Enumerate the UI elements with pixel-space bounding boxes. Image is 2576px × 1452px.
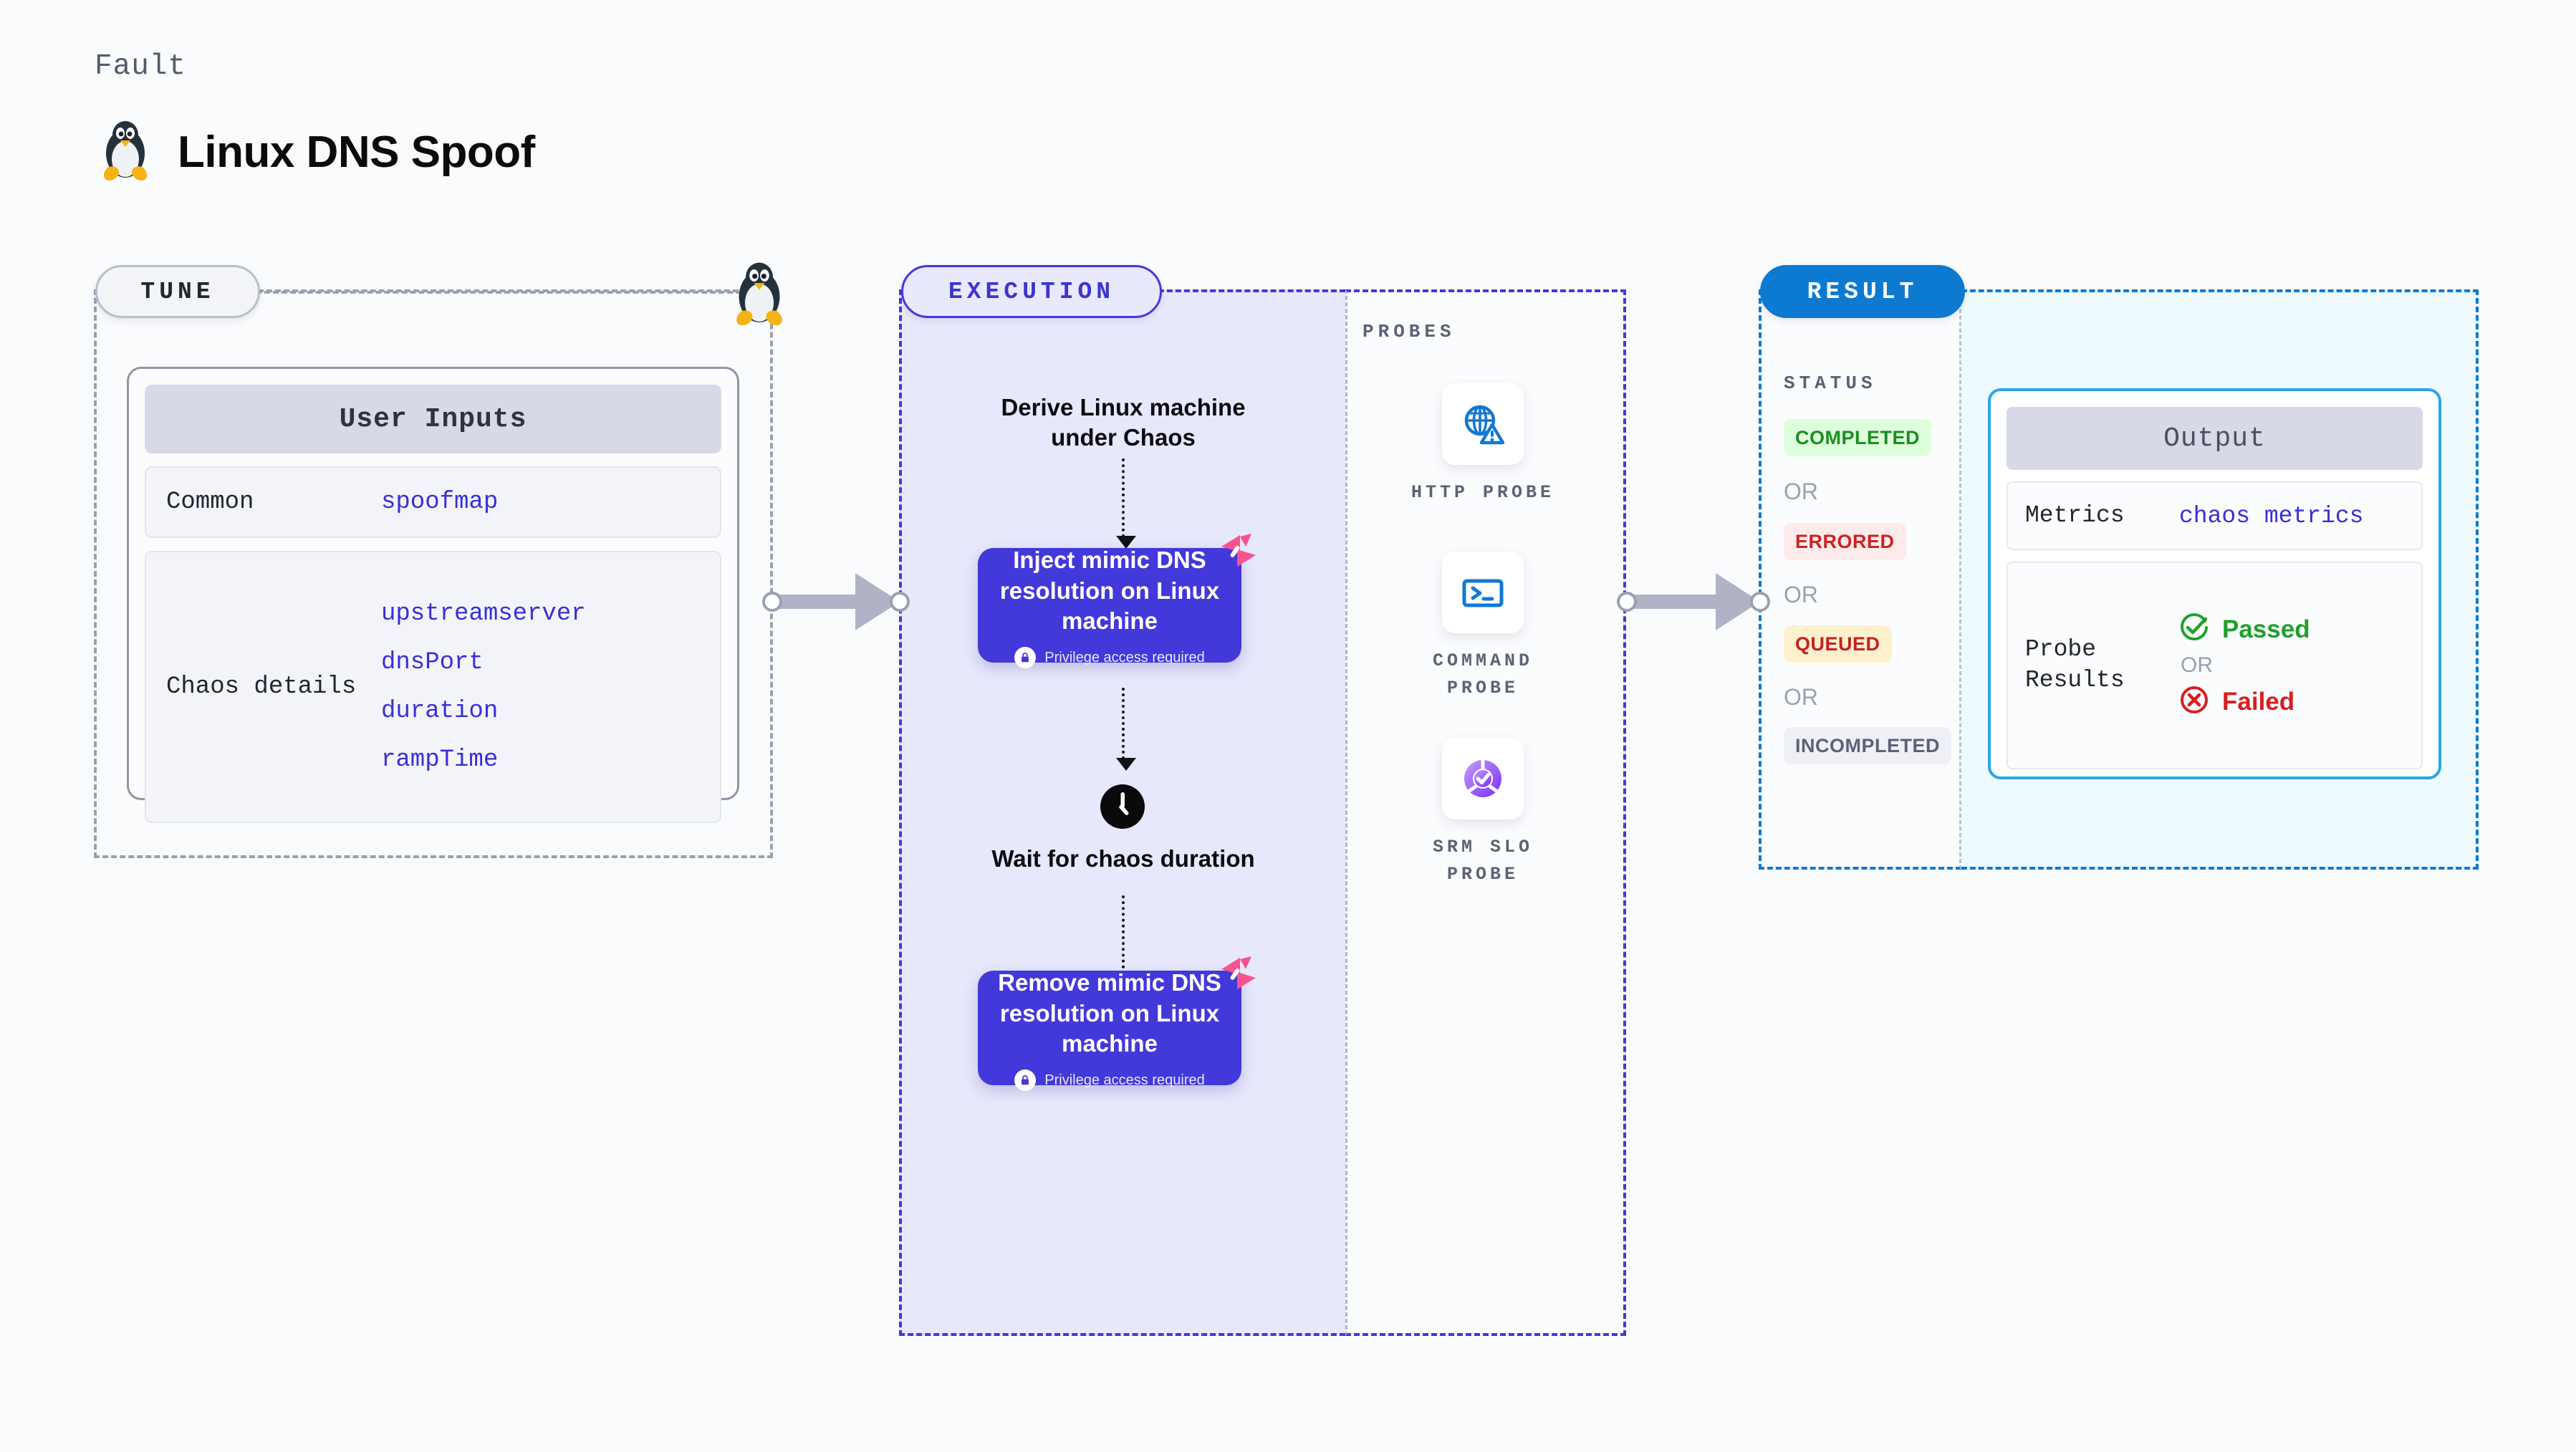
tune-connector-line (256, 291, 750, 294)
execution-step-title: Inject mimic DNS resolution on Linux mac… (999, 546, 1220, 635)
probe-label: SRM SLO PROBE (1432, 837, 1534, 885)
user-inputs-heading: User Inputs (145, 385, 721, 453)
tune-chip[interactable]: TUNE (95, 265, 260, 318)
tune-row-chaos-details: Chaos details upstreamserver dnsPort dur… (145, 551, 721, 823)
globe-warning-icon (1442, 383, 1524, 465)
tune-row-common: Common spoofmap (145, 466, 721, 538)
tune-row-label: Chaos details (166, 673, 357, 701)
probe-result-failed-label: Failed (2222, 687, 2295, 716)
status-badge-incompleted: INCOMPLETED (1784, 727, 1952, 764)
status-or-label: OR (1784, 684, 1818, 710)
probe-label: COMMAND PROBE (1432, 650, 1534, 698)
execution-step-inject[interactable]: Inject mimic DNS resolution on Linux mac… (978, 534, 1256, 669)
result-chip[interactable]: RESULT (1760, 265, 1965, 318)
flow-arrow (1116, 688, 1136, 771)
lock-icon (1014, 1069, 1037, 1092)
execution-step-derive: Derive Linux machine under Chaos (1001, 394, 1246, 451)
connector-endpoint (762, 592, 782, 612)
status-badge-errored: ERRORED (1784, 523, 1906, 560)
privilege-note: Privilege access required (1014, 1069, 1205, 1092)
status-section-label: STATUS (1784, 372, 1877, 394)
tune-row-label: Common (166, 488, 254, 516)
execution-step-title: Remove mimic DNS resolution on Linux mac… (998, 968, 1221, 1057)
output-row-value: chaos metrics (2179, 502, 2364, 529)
output-heading: Output (2007, 407, 2423, 470)
flow-arrow (1116, 895, 1136, 986)
page-kicker: Fault (95, 50, 187, 83)
probe-label: HTTP PROBE (1410, 482, 1555, 503)
x-circle-icon (2179, 685, 2209, 718)
check-circle-icon (2179, 612, 2209, 646)
probes-section-label: PROBES (1363, 321, 1456, 342)
privilege-note-text: Privilege access required (1044, 649, 1205, 665)
status-badge-completed: COMPLETED (1784, 419, 1932, 456)
probe-result-passed-label: Passed (2222, 615, 2310, 643)
linux-penguin-icon (731, 261, 787, 329)
tune-value: duration (381, 698, 499, 725)
probe-command[interactable]: COMMAND PROBE (1390, 552, 1576, 701)
harness-chaos-mark-icon (1219, 953, 1259, 994)
output-card: Output Metrics chaos metrics Probe Resul… (1988, 388, 2441, 779)
connector-endpoint (1750, 592, 1770, 612)
status-badge-queued: QUEUED (1784, 625, 1892, 663)
flow-arrow (1116, 458, 1136, 549)
probe-result-failed: Failed (2179, 685, 2310, 718)
tune-value: rampTime (381, 746, 499, 774)
terminal-prompt-icon (1442, 552, 1524, 633)
probe-http[interactable]: HTTP PROBE (1390, 383, 1576, 506)
connector-endpoint (1617, 592, 1637, 612)
privilege-note-text: Privilege access required (1044, 1072, 1205, 1088)
tune-row-values: upstreamserver dnsPort duration rampTime (381, 600, 586, 774)
probe-result-passed: Passed (2179, 612, 2310, 646)
privilege-note: Privilege access required (1014, 647, 1205, 669)
tune-row-values: spoofmap (381, 489, 498, 516)
connector-endpoint (890, 592, 910, 612)
status-or-label: OR (1784, 479, 1818, 504)
probe-results-values: Passed OR Failed (2179, 612, 2310, 718)
user-inputs-card: User Inputs Common spoofmap Chaos detail… (127, 367, 739, 823)
connector-arrow-tune-to-execution (772, 573, 900, 630)
execution-step-remove[interactable]: Remove mimic DNS resolution on Linux mac… (978, 956, 1256, 1092)
execution-chip[interactable]: EXECUTION (901, 265, 1162, 318)
output-row-metrics: Metrics chaos metrics (2007, 481, 2423, 550)
output-row-label: Probe Results (2025, 636, 2125, 693)
tune-value: upstreamserver (381, 600, 586, 628)
tune-value: spoofmap (381, 489, 499, 516)
clock-icon (1098, 782, 1147, 831)
page-title-row: Linux DNS Spoof (99, 120, 535, 183)
slo-donut-check-icon (1442, 738, 1524, 819)
page-title: Linux DNS Spoof (178, 127, 535, 177)
lock-icon (1014, 647, 1037, 669)
output-row-probe-results: Probe Results Passed OR (2007, 562, 2423, 769)
probe-srm-slo[interactable]: SRM SLO PROBE (1390, 738, 1576, 888)
linux-penguin-icon (99, 120, 152, 183)
execution-step-wait: Wait for chaos duration (991, 845, 1255, 872)
status-or-label: OR (1784, 582, 1818, 607)
connector-arrow-execution-to-result (1627, 573, 1760, 630)
result-status-region (1759, 289, 1961, 870)
tune-value: dnsPort (381, 649, 484, 676)
output-row-label: Metrics (2025, 501, 2125, 529)
probe-result-or-label: OR (2181, 653, 2213, 677)
harness-chaos-mark-icon (1219, 531, 1259, 571)
